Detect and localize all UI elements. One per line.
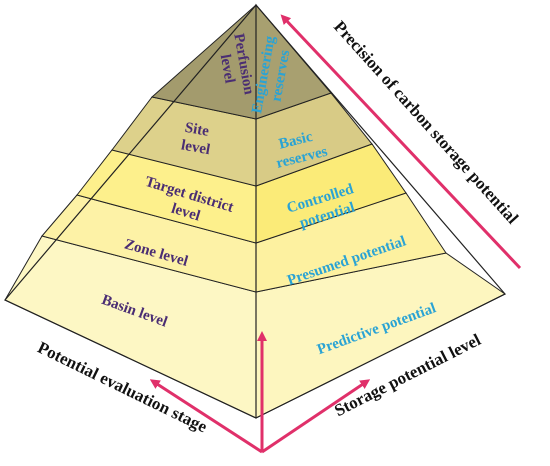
arrow-precision [280, 14, 522, 270]
arrow-storage-level [261, 379, 371, 454]
level-label-site: Site level [180, 120, 215, 159]
axis-arrows [149, 14, 522, 454]
arrow-evaluation-stage [149, 379, 263, 454]
level-perfusion-line2: level [217, 53, 238, 84]
pyramid-outline [4, 4, 506, 419]
level-site-line1: Site [184, 120, 211, 140]
level-site-line2: level [180, 137, 211, 158]
